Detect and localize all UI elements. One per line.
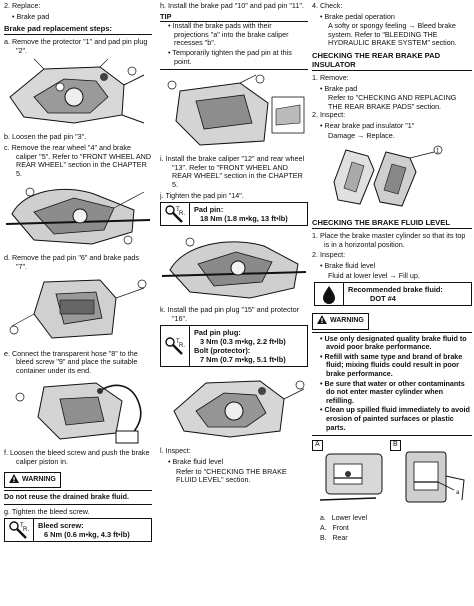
step-e: e. Connect the transparent hose "8" to t…: [4, 348, 138, 375]
step-h: h. Install the brake pad "10" and pad pi…: [160, 1, 304, 10]
legend-key: A.: [320, 525, 327, 533]
insulator-step-1-bullet: Brake pad: [312, 84, 472, 94]
svg-text:T.: T.: [20, 523, 25, 529]
legend-text: Front: [332, 525, 349, 533]
right-column: 4. Check: Brake pedal operation A softy …: [312, 0, 472, 544]
warning-label: WARNING: [22, 475, 56, 483]
illustration-protector-removal: [4, 57, 152, 130]
step-4: 4. Check:: [312, 1, 343, 10]
fluid-step-2-bullet: Brake fluid level: [312, 261, 472, 271]
torque-spec-pad-pin: T.R. Pad pin: 18 Nm (1.8 m•kg, 13 ft•lb): [160, 202, 308, 227]
illustration-pad-pin-tighten: [160, 230, 308, 302]
legend-item-front: A. Front: [320, 524, 367, 534]
spec-title: Pad pin:: [194, 205, 224, 215]
step-f: f. Loosen the bleed screw and push the b…: [4, 448, 150, 466]
svg-text:T.: T.: [176, 339, 181, 345]
svg-text:R.: R.: [179, 211, 185, 217]
illustration-bleed-hose: [4, 377, 152, 445]
spec-title-plug: Pad pin plug:: [194, 328, 241, 338]
legend-item-rear: B. Rear: [320, 534, 367, 544]
master-cylinder-illustration: a: [319, 451, 465, 503]
torque-spec-plug-bolt: T.R. Pad pin plug: 3 Nm (0.3 m•kg, 2.2 f…: [160, 325, 308, 368]
tip-item-1: Install the brake pads with their projec…: [160, 21, 308, 48]
figure-fluid-level: A B a: [312, 440, 472, 514]
spec-value-plug: 3 Nm (0.3 m•kg, 2.2 ft•lb): [200, 337, 286, 347]
illustration-pad-insulator: 1: [312, 142, 472, 214]
fluid-step-2: 2. Inspect:: [312, 250, 346, 260]
step-c: c. Remove the rear wheel "4" and brake c…: [4, 142, 152, 178]
rec-value: DOT #4: [370, 294, 396, 304]
svg-text:T.: T.: [176, 207, 181, 213]
spec-value: 6 Nm (0.6 m•kg, 4.3 ft•lb): [44, 530, 130, 540]
figure-legend: a. Lower level A. Front B. Rear: [312, 514, 472, 544]
insulator-step-1-ref: Refer to "CHECKING AND REPLACING THE REA…: [328, 93, 457, 111]
insulator-step-2: 2. Inspect:: [312, 110, 346, 120]
svg-text:a: a: [456, 490, 460, 496]
illustration-wheel-caliper-removal: [4, 180, 152, 250]
step-l-ref: Refer to "CHECKING THE BRAKE FLUID LEVEL…: [176, 466, 287, 485]
insulator-step-1: 1. Remove:: [312, 72, 349, 82]
spec-value-bolt: 7 Nm (0.7 m•kg, 5.1 ft•lb): [200, 355, 286, 365]
warning-badge: WARNING: [312, 313, 369, 330]
middle-column: h. Install the brake pad "10" and pad pi…: [160, 0, 308, 485]
insulator-step-2-bullet: Rear brake pad insulator "1": [312, 121, 472, 131]
illustration-pad-install: [160, 73, 308, 151]
legend-key: B.: [320, 535, 327, 543]
spec-title-bolt: Bolt (protector):: [194, 346, 251, 356]
illustration-plug-protector: [160, 371, 308, 443]
step-g: g. Tighten the bleed screw.: [4, 506, 90, 516]
step-d: d. Remove the pad pin "6" and brake pads…: [4, 253, 139, 271]
torque-wrench-icon: T.R.: [5, 519, 34, 542]
fluid-step-1: 1. Place the brake master cylinder so th…: [312, 231, 466, 249]
step-l: l. Inspect:: [160, 446, 191, 456]
step-i: i. Install the brake caliper "12" and re…: [160, 154, 305, 189]
spec-title: Bleed screw:: [38, 521, 84, 531]
warning-item-4: Clean up spilled fluid immediately to av…: [312, 406, 472, 432]
recommended-brake-fluid: Recommended brake fluid: DOT #4: [314, 282, 472, 307]
step-2: 2. Replace:: [4, 1, 41, 10]
step-k: k. Install the pad pin plug "15" and pro…: [160, 305, 299, 323]
legend-key: a.: [320, 515, 326, 523]
fluid-drop-icon: [315, 283, 344, 306]
fluid-step-2-text: Fluid at lower level → Fill up.: [328, 270, 420, 280]
torque-spec-bleed-screw: T.R. Bleed screw: 6 Nm (0.6 m•kg, 4.3 ft…: [4, 518, 152, 543]
step-4-bullet: Brake pedal operation: [312, 12, 472, 22]
warning-item-3: Be sure that water or other contaminants…: [312, 379, 472, 406]
insulator-step-2-text: Damage → Replace.: [328, 130, 395, 140]
section-heading-brake-fluid: CHECKING THE BRAKE FLUID LEVEL: [312, 218, 472, 230]
warning-triangle-icon: [317, 315, 327, 328]
warning-item-1: Use only designated quality brake fluid …: [312, 334, 472, 352]
figure-label-b: B: [390, 440, 401, 451]
left-column: 2. Replace: Brake pad Brake pad replacem…: [4, 0, 152, 546]
svg-text:1: 1: [436, 149, 440, 155]
tip-divider: [160, 69, 308, 71]
warning-label: WARNING: [330, 317, 364, 325]
spec-value: 18 Nm (1.8 m•kg, 13 ft•lb): [200, 214, 288, 224]
rec-title: Recommended brake fluid:: [348, 285, 443, 295]
torque-wrench-icon: T.R.: [161, 326, 190, 367]
legend-text: Lower level: [331, 515, 368, 523]
warning-item-2: Refill with same type and brand of brake…: [312, 352, 472, 379]
step-a: a. Remove the protector "1" and pad pin …: [4, 37, 148, 55]
step-b: b. Loosen the pad pin "3".: [4, 132, 87, 142]
legend-text: Rear: [332, 535, 348, 543]
illustration-pad-removal: [4, 274, 152, 346]
section-heading-replacement-steps: Brake pad replacement steps:: [4, 24, 152, 36]
warning-text: Do not reuse the drained brake fluid.: [4, 490, 152, 505]
warning-triangle-icon: [9, 473, 19, 487]
tip-item-2: Temporarily tighten the pad pin at this …: [160, 48, 308, 66]
figure-label-a: A: [312, 440, 323, 451]
legend-item-a: a. Lower level: [320, 514, 367, 524]
step-4-text: A softy or spongy feeling → Bleed brake …: [328, 21, 457, 48]
section-heading-pad-insulator: CHECKING THE REAR BRAKE PAD INSULATOR: [312, 51, 472, 71]
step-2-bullet: Brake pad: [4, 12, 152, 22]
step-j: j. Tighten the pad pin "14".: [160, 190, 244, 200]
step-l-bullet: Brake fluid level: [160, 457, 308, 467]
svg-text:R.: R.: [179, 343, 185, 349]
warning-badge: WARNING: [4, 471, 61, 489]
warning-list: Use only designated quality brake fluid …: [312, 331, 472, 437]
torque-wrench-icon: T.R.: [161, 203, 190, 226]
svg-text:R.: R.: [23, 527, 29, 533]
